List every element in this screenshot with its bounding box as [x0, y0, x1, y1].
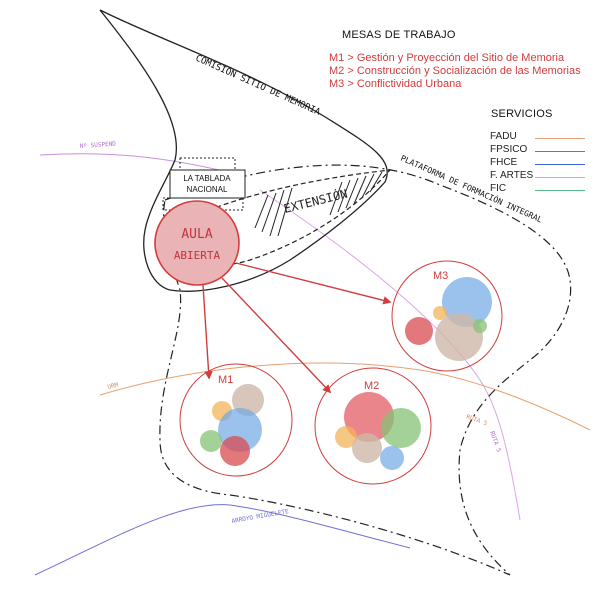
aula-label-line1: AULA [181, 227, 212, 242]
m1-label: M1 [218, 374, 233, 386]
mesa-line-m1: M1 > Gestión y Proyección del Sitio de M… [329, 52, 565, 64]
comision-label: COMISIÓN SITIO DE MEMORIA [194, 52, 323, 118]
m1-fpsico-bubble [220, 436, 250, 466]
m3-label: M3 [433, 270, 448, 282]
m2-label: M2 [364, 380, 379, 392]
stream-blue [34, 504, 411, 576]
m3-fic-bubble [473, 319, 487, 333]
m1-cluster [179, 363, 293, 477]
m2-artes-bubble [335, 426, 357, 448]
arrow-to-m3 [235, 262, 392, 305]
arrow-to-m2 [221, 277, 332, 394]
service-label-fic: FIC [490, 183, 507, 194]
service-label-fadu: FADU [490, 131, 517, 142]
road-orange [99, 362, 591, 431]
service-line-fhce [535, 164, 585, 165]
mesa-line-m2: M2 > Construcción y Socialización de las… [329, 65, 581, 77]
mesa-line-m3: M3 > Conflictividad Urbana [329, 78, 462, 90]
m3-artes-bubble [433, 306, 447, 320]
arrow-to-m1 [202, 284, 213, 380]
road-label-right-vertical: RUTA 5 [488, 430, 502, 453]
service-line-fpsico [535, 151, 585, 152]
road-label-top-left: Nº SUSPEND [80, 140, 117, 150]
aula-label-line2: ABIERTA [174, 249, 221, 262]
service-label-fpsico: FPSICO [490, 144, 528, 155]
road-violet-right [259, 189, 521, 521]
plataforma-label: PLATAFORMA DE FORMACIÓN INTEGRAL [399, 152, 544, 225]
extension-zone [164, 169, 392, 266]
service-label-fhce: FHCE [490, 157, 518, 168]
m3-fpsico-bubble [405, 317, 433, 345]
m3-cluster [391, 260, 503, 372]
aula-abierta-circle [154, 200, 240, 286]
m2-fhce-bubble [380, 446, 404, 470]
service-label-artes: F. ARTES [490, 170, 534, 181]
road-label-left: URM [107, 381, 120, 391]
mesas-title: MESAS DE TRABAJO [342, 29, 456, 41]
tablada-label-line2: NACIONAL [187, 185, 228, 194]
m1-fic-bubble [200, 430, 222, 452]
service-line-artes [535, 177, 585, 178]
servicios-title: SERVICIOS [491, 108, 553, 120]
service-line-fadu [535, 138, 585, 139]
m3-fadu-bubble [435, 313, 483, 361]
m2-fic-bubble [381, 408, 421, 448]
service-line-fic [535, 190, 585, 191]
tablada-label-line1: LA TABLADA [183, 174, 231, 183]
m2-cluster [314, 367, 432, 485]
m2-fadu-bubble [352, 433, 382, 463]
extension-label: EXTENSIÓN [282, 186, 349, 216]
